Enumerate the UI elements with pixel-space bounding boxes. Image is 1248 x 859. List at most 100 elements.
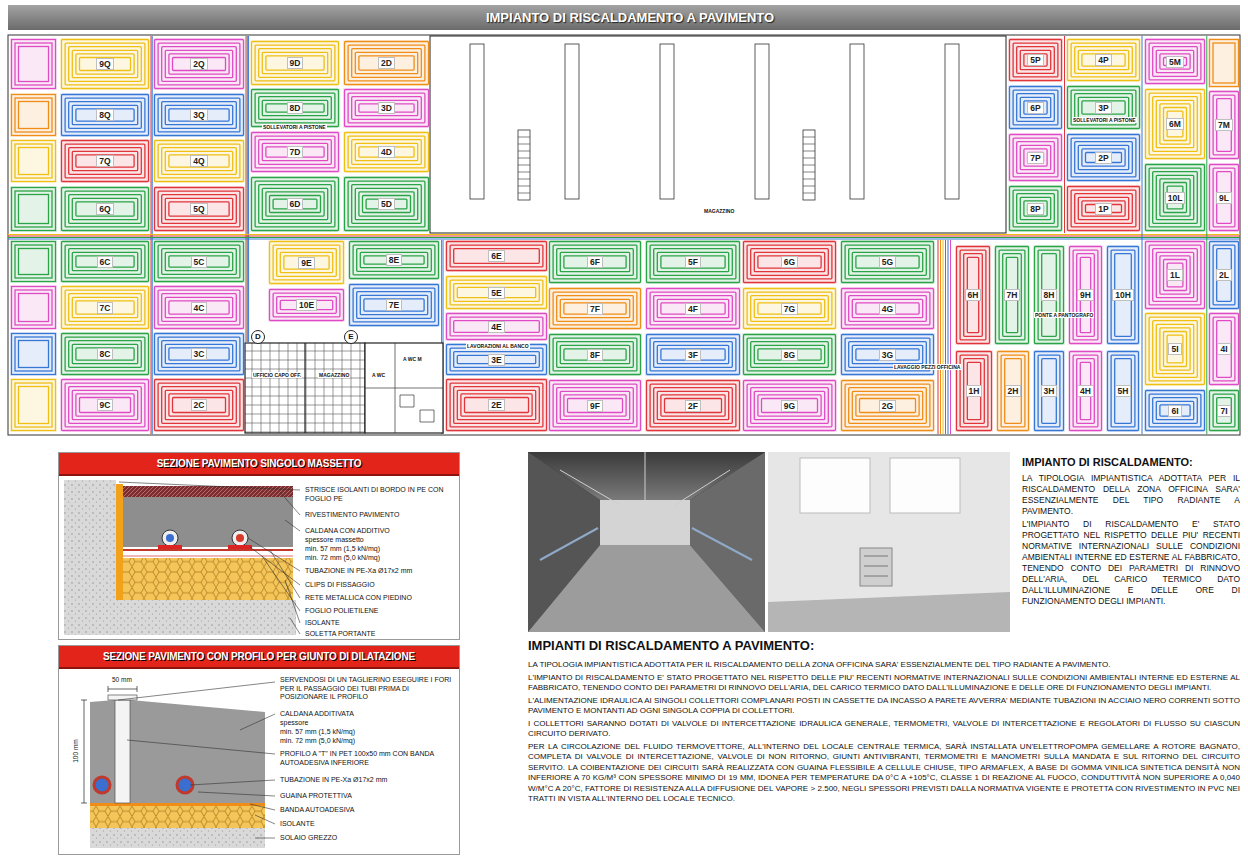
- zone-label-box: 2G: [879, 400, 896, 412]
- loop: [65, 98, 145, 132]
- loop: [447, 314, 547, 340]
- windows-band: [540, 528, 752, 560]
- loop: [12, 95, 56, 136]
- loop: [1035, 247, 1064, 344]
- body-paragraph: L'IMPIANTO DI RISCALDAMENTO E' STATO PRO…: [528, 673, 1240, 694]
- loop: [560, 391, 629, 419]
- heating-zone: 5Q: [153, 186, 245, 232]
- rack: [470, 44, 484, 199]
- loop: [1210, 314, 1239, 385]
- zone-label-box: 6H: [965, 289, 982, 301]
- loop-fill: [250, 88, 340, 128]
- raw-slab: [90, 828, 265, 848]
- zone-code: 4P: [1095, 54, 1111, 66]
- heating-zone: 8C: [60, 332, 150, 376]
- loop: [69, 341, 142, 368]
- loop: [454, 284, 540, 302]
- shelving: [470, 44, 959, 200]
- zone-code: 2H: [1005, 385, 1022, 397]
- heating-zone: 8P: [1008, 185, 1063, 232]
- loop: [1210, 242, 1239, 309]
- callout-text: ISOLANTE: [280, 820, 452, 829]
- heating-zone: 6M: [1144, 88, 1206, 160]
- loop: [345, 90, 429, 127]
- loop: [65, 43, 145, 85]
- loop: [1013, 90, 1058, 125]
- pipe: [8, 234, 1240, 235]
- loop: [19, 387, 49, 424]
- pipe-core: [166, 534, 174, 542]
- loop: [1153, 172, 1198, 224]
- loop: [454, 387, 540, 424]
- loop: [270, 242, 344, 284]
- heating-zone: 4F: [645, 287, 741, 330]
- loop-fill: [153, 186, 245, 232]
- loop: [162, 341, 237, 368]
- loop: [856, 303, 919, 314]
- loop-fill: [994, 245, 1030, 345]
- loop: [259, 49, 332, 78]
- office-floor: [245, 343, 365, 433]
- loop: [352, 97, 422, 120]
- text-column: IMPIANTO DI RISCALDAMENTO:LA TIPOLOGIA I…: [1022, 455, 1240, 609]
- loop: [76, 256, 134, 267]
- plan-note: A WC: [371, 372, 386, 378]
- loop: [744, 335, 836, 375]
- heating-zone: 2E: [445, 378, 548, 432]
- loop: [856, 349, 919, 360]
- heating-zone: 8G: [742, 333, 837, 376]
- zone-label-box: 1L: [1167, 269, 1183, 281]
- loop: [165, 151, 232, 170]
- text-column: IMPIANTI DI RISCALDAMENTO A PAVIMENTO:LA…: [528, 638, 1240, 807]
- loop: [960, 355, 988, 427]
- loop: [1160, 405, 1190, 416]
- loop-fill: [548, 287, 642, 330]
- loop-fill: [1144, 240, 1206, 310]
- zone-code: 6F: [587, 256, 603, 268]
- zone-label-box: 6F: [587, 256, 603, 268]
- dimension-label: 100 mm: [72, 739, 80, 762]
- loop-fill: [445, 378, 548, 432]
- loop: [355, 52, 417, 73]
- pipe: [8, 239, 1240, 240]
- zone-code: 10H: [1112, 289, 1134, 301]
- loop: [1156, 252, 1193, 297]
- zone-code: 5D: [378, 198, 395, 210]
- zone-code: 5C: [191, 256, 208, 268]
- loop-fill: [742, 240, 837, 284]
- loop: [1028, 153, 1044, 163]
- loop: [15, 191, 52, 227]
- pipe: [943, 240, 944, 434]
- loop: [1153, 398, 1198, 424]
- zone-code: 4I: [1217, 343, 1230, 355]
- loop-fill: [1008, 133, 1063, 182]
- loop: [747, 292, 832, 325]
- heating-zone: 6D: [250, 176, 340, 232]
- heating-zone: 4Q: [153, 139, 245, 183]
- callout-text: CLIPS DI FISSAGGIO: [305, 581, 455, 590]
- callout-text: SOLAIO GREZZO: [280, 834, 452, 843]
- loop-fill: [840, 379, 935, 432]
- zone-label-box: 8G: [781, 349, 798, 361]
- heating-zone: 6Q: [60, 186, 150, 232]
- sheet-title: IMPIANTO DI RISCALDAMENTO A PAVIMENTO: [330, 10, 930, 25]
- loop: [262, 143, 327, 160]
- loop-fill: [343, 40, 430, 86]
- heating-zone: 2D: [343, 40, 430, 86]
- loop: [169, 202, 229, 216]
- zone-code: 9F: [587, 400, 603, 412]
- heating-zone: 5M: [1144, 38, 1206, 85]
- loop: [650, 384, 736, 427]
- loop: [155, 141, 244, 182]
- loop: [270, 196, 321, 213]
- loop: [1003, 254, 1022, 337]
- zone-code: 5Q: [190, 203, 207, 215]
- loop-fill: [445, 275, 548, 310]
- loop: [751, 342, 829, 368]
- zone-code: 10L: [1165, 192, 1186, 204]
- loop-fill: [996, 350, 1030, 432]
- loop: [1153, 321, 1198, 378]
- pipe: [247, 36, 248, 342]
- loop: [12, 334, 56, 375]
